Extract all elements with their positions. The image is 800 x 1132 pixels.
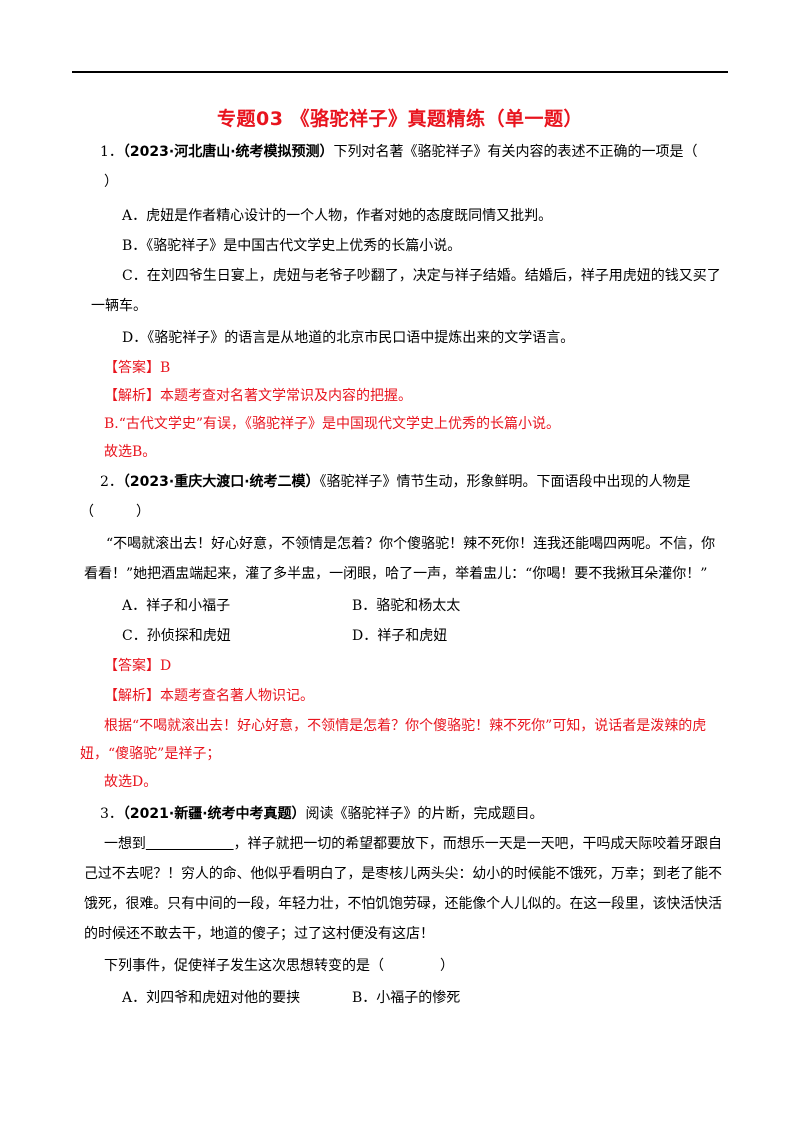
question-1-answer: 【答案】B [104,358,170,378]
question-1-option-c-cont: 一辆车。 [91,298,147,314]
question-3-option-a: A．刘四爷和虎妞对他的要挟 [122,990,301,1006]
question-2-conclusion: 故选D。 [104,774,158,790]
analysis-text: 本题考查名著人物识记。 [160,688,314,704]
fill-in-blank [145,835,234,850]
question-2-option-b: B．骆驼和杨太太 [352,598,461,614]
answer-value: D [160,658,172,674]
question-source: （2023·河北唐山·统考模拟预测） [122,144,334,160]
analysis-label: 【解析】 [104,388,160,404]
answer-label: 【答案】 [104,658,160,674]
answer-label: 【答案】 [104,360,160,376]
question-1-analysis-detail: B.“古代文学史”有误，《骆驼祥子》是中国现代文学史上优秀的长篇小说。 [104,416,561,432]
question-2-passage-line-2: 看看！”她把酒盅端起来，灌了多半盅，一闭眼，哈了一声，举着盅儿：“你喝！要不我揪… [84,566,708,582]
question-2-stem-cont: （ ） [80,504,150,520]
question-3-option-b: B．小福子的惨死 [352,990,461,1006]
question-2-analysis: 【解析】本题考查名著人物识记。 [104,686,314,706]
question-3-stem: 3．（2021·新疆·统考中考真题）阅读《骆驼祥子》的片断，完成题目。 [100,804,544,824]
passage-text: ，祥子就把一切的希望都要放下，而想乐一天是一天吧，干吗成天际咬着牙跟自 [233,836,723,852]
question-2-answer: 【答案】D [104,656,171,676]
question-2-option-c: C．孙侦探和虎妞 [122,628,231,644]
question-source: （2023·重庆大渡口·统考二模） [122,474,320,490]
passage-text: 一想到 [104,836,146,852]
question-3-passage-line-1: 一想到 ，祥子就把一切的希望都要放下，而想乐一天是一天吧，干吗成天际咬着牙跟自 [104,834,722,854]
question-2-analysis-detail: 根据“不喝就滚出去！好心好意，不领情是怎着？你个傻骆驼！辣不死你”可知，说话者是… [104,718,707,734]
question-text: 《骆驼祥子》情节生动，形象鲜明。下面语段中出现的人物是 [319,474,691,490]
question-1-option-d: D．《骆驼祥子》的语言是从地道的北京市民口语中提炼出来的文学语言。 [122,330,575,346]
question-1-analysis: 【解析】本题考查对名著文学常识及内容的把握。 [104,386,412,406]
question-3-passage-line-3: 饿死，很难。只有中间的一段，年轻力壮，不怕饥饱劳碌，还能像个人儿似的。在这一段里… [84,896,723,912]
question-1-option-c: C．在刘四爷生日宴上，虎妞与老爷子吵翻了，决定与祥子结婚。结婚后，祥子用虎妞的钱… [122,268,721,284]
question-1-stem-cont: ） [104,174,118,190]
question-number: 3． [100,806,123,822]
question-2-analysis-detail-cont: 妞，“傻骆驼”是祥子； [80,746,221,762]
header-rule [72,71,728,73]
question-1-option-b: B．《骆驼祥子》是中国古代文学史上优秀的长篇小说。 [122,238,462,254]
analysis-label: 【解析】 [104,688,160,704]
question-number: 1． [100,144,123,160]
question-2-stem: 2．（2023·重庆大渡口·统考二模）《骆驼祥子》情节生动，形象鲜明。下面语段中… [100,472,691,492]
question-1-option-a: A．虎妞是作者精心设计的一个人物，作者对她的态度既同情又批判。 [122,208,553,224]
question-3-passage-line-2: 己过不去呢？！穷人的命、他似乎看明白了，是枣核儿两头尖：幼小的时候能不饿死，万幸… [84,866,723,882]
question-2-option-a: A．祥子和小福子 [122,598,231,614]
question-number: 2． [100,474,123,490]
question-1-conclusion: 故选B。 [104,444,157,460]
question-2-option-d: D．祥子和虎妞 [352,628,448,644]
page-title: 专题03 《骆驼祥子》真题精练（单一题） [216,108,584,130]
question-3-passage-line-4: 的时候还不敢去干，地道的傻子；过了这村便没有这店！ [84,926,434,942]
answer-value: B [160,360,171,376]
question-3-prompt: 下列事件，促使祥子发生这次思想转变的是（ ） [104,958,454,974]
question-2-passage-line-1: “不喝就滚出去！好心好意，不领情是怎着？你个傻骆驼！辣不死你！连我还能喝四两呢。… [106,536,716,552]
analysis-text: 本题考查对名著文学常识及内容的把握。 [160,388,412,404]
question-1-stem: 1．（2023·河北唐山·统考模拟预测）下列对名著《骆驼祥子》有关内容的表述不正… [100,142,698,162]
question-text: 阅读《骆驼祥子》的片断，完成题目。 [305,806,544,822]
question-text: 下列对名著《骆驼祥子》有关内容的表述不正确的一项是（ [333,144,698,160]
question-source: （2021·新疆·统考中考真题） [122,806,306,822]
